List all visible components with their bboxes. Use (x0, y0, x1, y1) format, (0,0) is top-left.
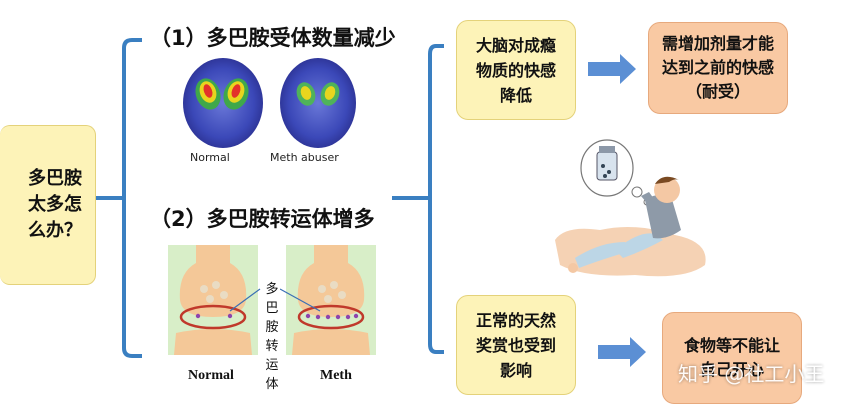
pointer-line-normal (229, 288, 261, 312)
reclining-man (568, 176, 681, 273)
meth-brain-scan (280, 58, 356, 148)
root-question-text: 多巴胺太多怎么办？ (28, 168, 82, 241)
watermark: 知乎 @社工小王 (678, 362, 825, 386)
pointer-line-meth (279, 288, 321, 312)
effect2-arrow (598, 337, 646, 367)
man-reclining-illustration (555, 139, 706, 277)
effect2-result-box: 食物等不能让自己开心 (662, 312, 802, 404)
branch2-heading: （2）多巴胺转运体增多 (150, 207, 375, 231)
branch1-caption-meth: Meth abuser (270, 151, 339, 164)
synapse-illustrations (168, 245, 376, 355)
effect1-result-text: 需增加剂量才能达到之前的快感（耐受） (661, 34, 774, 101)
effect2-cause-text: 正常的天然奖赏也受到影响 (475, 310, 556, 380)
effect1-arrow (588, 54, 636, 84)
effect2-result-text: 食物等不能让自己开心 (683, 336, 780, 379)
brain-scan-images (183, 58, 356, 148)
branch2-caption-normal: Normal (188, 368, 234, 383)
branch2-caption-meth: Meth (320, 368, 352, 383)
effect1-cause-box: 大脑对成瘾物质的快感降低 (456, 20, 576, 120)
effect2-cause-box: 正常的天然奖赏也受到影响 (456, 295, 576, 395)
thought-bubble (580, 139, 651, 206)
transporter-vertical-label: 多巴胺转运体 (264, 280, 280, 394)
effect1-result-box: 需增加剂量才能达到之前的快感（耐受） (648, 22, 788, 114)
branch1-heading: （1）多巴胺受体数量减少 (150, 26, 396, 50)
branch1-caption-normal: Normal (190, 151, 230, 164)
effect1-cause-text: 大脑对成瘾物质的快感降低 (475, 35, 556, 105)
root-question-box: 多巴胺太多怎么办？ (0, 125, 96, 285)
normal-brain-scan (183, 58, 263, 148)
normal-synapse-panel (168, 245, 258, 355)
